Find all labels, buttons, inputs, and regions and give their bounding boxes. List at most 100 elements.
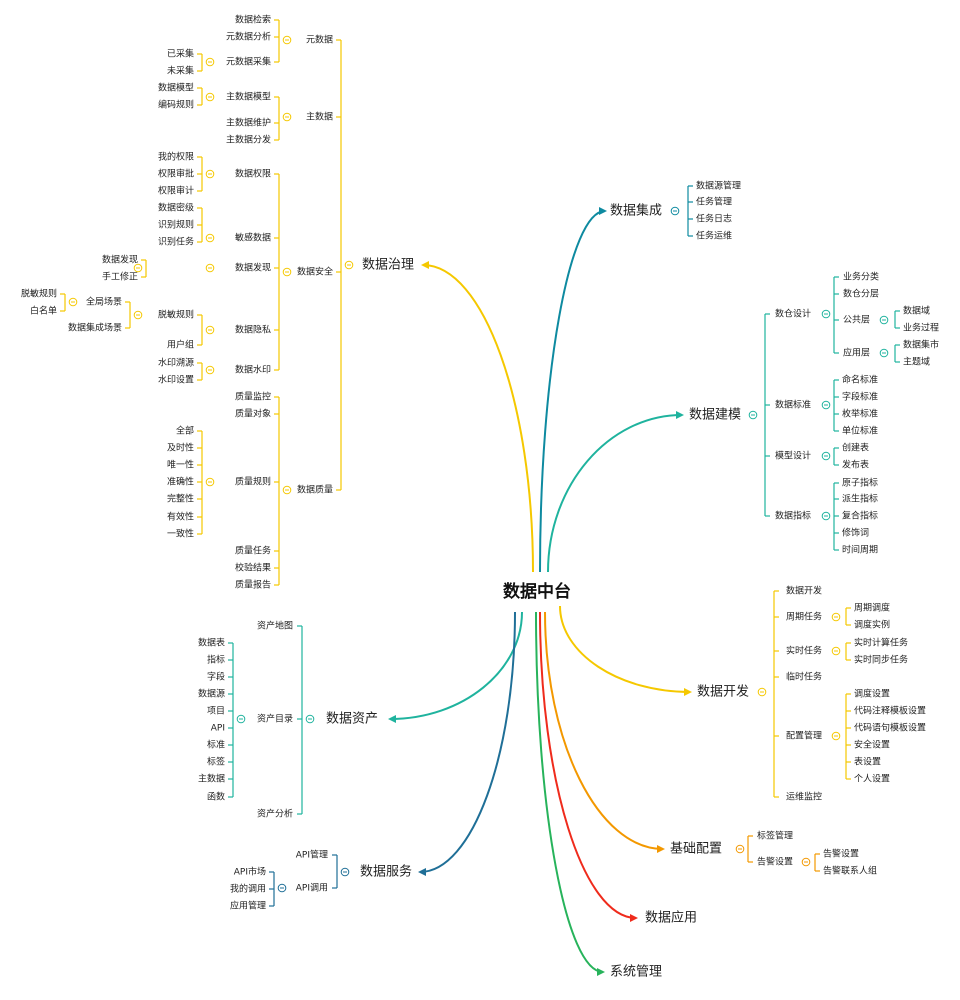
node-modeling-leaf: 派生指标 (842, 493, 878, 505)
curve-modeling (547, 411, 684, 573)
governance-subitem: 敏感数据 (235, 232, 271, 244)
node-assets-leaf: 指标 (207, 654, 225, 666)
collapse-toggle-icon[interactable] (277, 883, 287, 893)
node-development-leaf: 安全设置 (854, 739, 890, 751)
collapse-toggle-icon[interactable] (821, 451, 831, 461)
collapse-toggle-icon[interactable] (748, 410, 758, 420)
node-service-leaf: 我的调用 (230, 883, 266, 895)
collapse-toggle-icon[interactable] (821, 400, 831, 410)
node-modeling-leaf: 原子指标 (842, 477, 878, 489)
node-development-leaf: 表设置 (854, 756, 881, 768)
node-modeling-leaf: 修饰词 (842, 527, 869, 539)
collapse-toggle-icon[interactable] (670, 206, 680, 216)
node-assets-leaf: 项目 (207, 706, 225, 717)
node-modeling-leaf: 单位标准 (842, 425, 878, 437)
branch-governance-label: 数据治理 (362, 258, 414, 273)
node-governance-leaf: 权限审计 (158, 185, 194, 197)
collapse-toggle-icon[interactable] (205, 92, 215, 102)
curve-service (418, 611, 516, 876)
branch-system-label: 系统管理 (610, 965, 662, 980)
collapse-toggle-icon[interactable] (282, 267, 292, 277)
governance-subitem: 质量监控 (235, 391, 271, 403)
development-group-label: 周期任务 (786, 611, 822, 623)
collapse-toggle-icon[interactable] (68, 297, 78, 307)
collapse-toggle-icon[interactable] (205, 57, 215, 67)
node-development-leaf: 实时同步任务 (854, 654, 908, 666)
node-development-leaf: 代码注释模板设置 (854, 705, 926, 717)
collapse-toggle-icon[interactable] (801, 857, 811, 867)
collapse-toggle-icon[interactable] (282, 35, 292, 45)
config-group-label: 标签管理 (757, 830, 793, 842)
branch-integration-label: 数据集成 (610, 203, 662, 219)
governance-group-label: 数据安全 (297, 266, 333, 278)
node-development-leaf: 周期调度 (854, 602, 890, 614)
node-modeling-leaf: 复合指标 (842, 510, 878, 522)
collapse-toggle-icon[interactable] (821, 309, 831, 319)
governance-subitem: 质量规则 (235, 476, 271, 488)
node-governance-leaf: 识别规则 (158, 219, 194, 231)
collapse-toggle-icon[interactable] (205, 477, 215, 487)
collapse-toggle-icon[interactable] (133, 263, 143, 273)
governance-subitem: 质量报告 (235, 579, 271, 591)
node-config-leaf: 告警设置 (823, 848, 859, 860)
node-assets-leaf: 标准 (207, 739, 225, 751)
governance-subitem: 主数据维护 (226, 117, 271, 129)
node-modeling-leaf: 枚举标准 (842, 408, 878, 420)
node-governance-leaf: 用户组 (167, 339, 194, 351)
node-governance-leaf: 准确性 (167, 476, 194, 488)
collapse-toggle-icon[interactable] (236, 714, 246, 724)
collapse-toggle-icon[interactable] (205, 233, 215, 243)
node-modeling-leaf: 命名标准 (842, 374, 878, 386)
collapse-toggle-icon[interactable] (735, 844, 745, 854)
collapse-toggle-icon[interactable] (821, 511, 831, 521)
collapse-toggle-icon[interactable] (757, 687, 767, 697)
curve-system (535, 611, 605, 976)
collapse-toggle-icon[interactable] (879, 315, 889, 325)
node-integration-item: 任务日志 (696, 213, 732, 225)
node-assets-leaf: API (211, 724, 225, 734)
development-group-label: 临时任务 (786, 671, 822, 683)
node-development-leaf: 个人设置 (854, 774, 890, 785)
node-integration-item: 任务管理 (696, 196, 732, 208)
collapse-toggle-icon[interactable] (205, 365, 215, 375)
modeling-group-label: 数仓设计 (775, 308, 811, 320)
governance-subitem: 质量对象 (235, 408, 271, 420)
curve-development (559, 605, 692, 696)
collapse-toggle-icon[interactable] (205, 325, 215, 335)
collapse-toggle-icon[interactable] (831, 646, 841, 656)
node-governance-leaf: 唯一性 (167, 459, 194, 471)
collapse-toggle-icon[interactable] (133, 310, 143, 320)
collapse-toggle-icon[interactable] (344, 260, 354, 270)
collapse-toggle-icon[interactable] (831, 731, 841, 741)
node-modeling-leaf: 创建表 (842, 442, 869, 454)
governance-group-label: 元数据 (306, 34, 333, 46)
modeling-subitem: 公共层 (843, 315, 870, 326)
node-governance-leaf: 脱敏规则 (21, 288, 57, 300)
node-governance-leaf: 数据发现 (102, 254, 138, 266)
collapse-toggle-icon[interactable] (205, 169, 215, 179)
curve-assets (388, 611, 523, 723)
development-group-label: 实时任务 (786, 645, 822, 657)
collapse-toggle-icon[interactable] (282, 112, 292, 122)
branch-curves (388, 207, 692, 976)
assets-group-label: 资产分析 (257, 808, 293, 820)
modeling-group-label: 数据标准 (775, 399, 811, 411)
modeling-subitem: 数仓分层 (843, 288, 879, 300)
node-modeling-leaf: 主题域 (903, 356, 930, 368)
collapse-toggle-icon[interactable] (205, 263, 215, 273)
collapse-toggle-icon[interactable] (282, 485, 292, 495)
node-governance-leaf: 一致性 (167, 528, 194, 540)
governance-subitem: 元数据采集 (226, 56, 271, 68)
collapse-toggle-icon[interactable] (305, 714, 315, 724)
node-governance-leaf: 我的权限 (158, 151, 194, 163)
node-governance-leaf: 数据密级 (158, 202, 194, 214)
collapse-toggle-icon[interactable] (340, 867, 350, 877)
node-modeling-leaf: 数据集市 (903, 339, 939, 351)
governance-subitem: 数据隐私 (235, 324, 271, 336)
node-governance-leaf: 脱敏规则 (158, 309, 194, 321)
modeling-subitem: 业务分类 (843, 271, 879, 283)
modeling-group-label: 模型设计 (775, 450, 811, 462)
collapse-toggle-icon[interactable] (831, 612, 841, 622)
collapse-toggle-icon[interactable] (879, 348, 889, 358)
